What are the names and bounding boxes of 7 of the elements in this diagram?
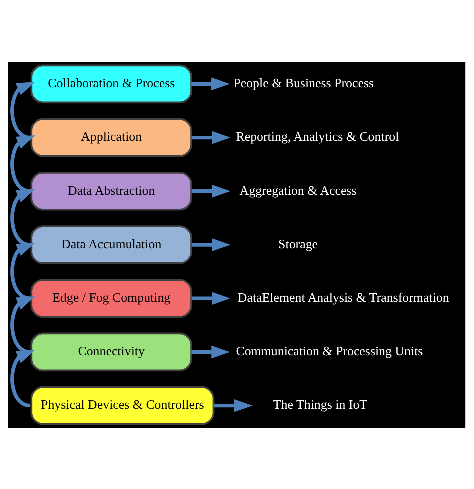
node-text: Aggregation & Access xyxy=(240,182,357,198)
node-text: Communication & Processing Units xyxy=(236,343,424,358)
node-text: The Things in IoT xyxy=(273,396,368,412)
node-text: DataElement Analysis & Transformation xyxy=(238,290,450,305)
node-text: Reporting, Analytics & Control xyxy=(236,128,400,144)
node-text: People & Business Process xyxy=(234,75,374,90)
node-text: Storage xyxy=(278,236,318,251)
